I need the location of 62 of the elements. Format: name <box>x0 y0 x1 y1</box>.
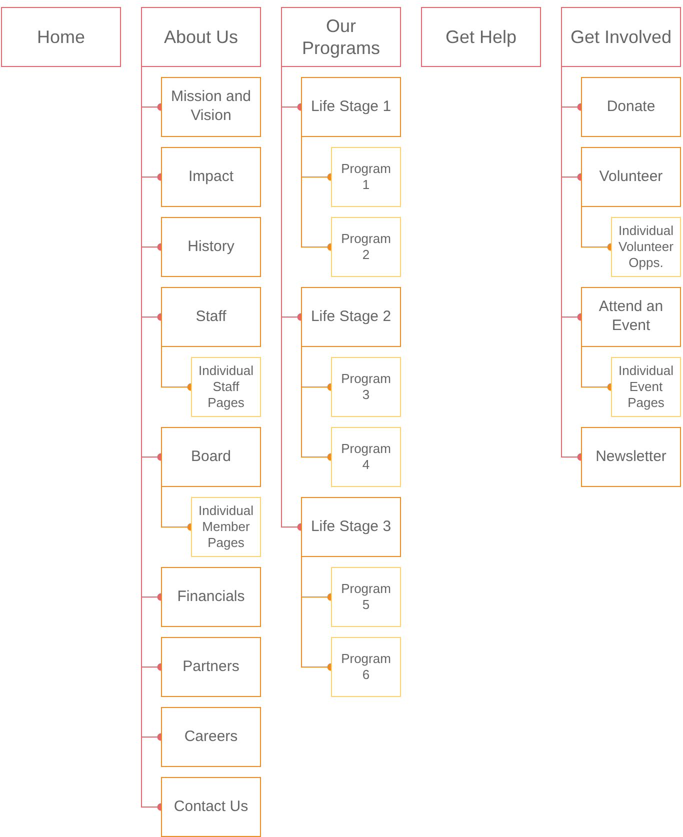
node-label: Life Stage 3 <box>310 518 392 536</box>
subpage-box <box>331 217 401 277</box>
node-label: Life Stage 2 <box>310 308 392 326</box>
page-box <box>161 287 261 347</box>
subpage-box <box>331 427 401 487</box>
node-label: Individual Volunteer Opps. <box>618 222 674 272</box>
node-label: Program 2 <box>340 230 392 264</box>
page-box <box>581 287 681 347</box>
subpage-box <box>331 567 401 627</box>
node-label: Board <box>190 448 232 466</box>
section-box <box>1 7 121 67</box>
node-label: Our Programs <box>300 14 382 60</box>
page-box <box>161 567 261 627</box>
page-box <box>301 77 401 137</box>
node-label: Financials <box>177 588 245 606</box>
page-box <box>161 77 261 137</box>
node-label: Staff <box>196 308 226 326</box>
page-box <box>581 147 681 207</box>
node-label: Life Stage 1 <box>310 98 392 116</box>
section-box <box>281 7 401 67</box>
subpage-box <box>191 497 261 557</box>
node-label: Individual Staff Pages <box>198 362 254 412</box>
node-label: Home <box>36 26 85 48</box>
node-label: Program 4 <box>340 440 392 474</box>
subpage-box <box>611 217 681 277</box>
page-box <box>161 217 261 277</box>
node-label: About Us <box>164 26 238 48</box>
section-box <box>561 7 681 67</box>
node-label: Impact <box>188 168 234 186</box>
page-box <box>581 427 681 487</box>
subpage-box <box>331 147 401 207</box>
node-label: Careers <box>184 728 238 746</box>
page-box <box>161 707 261 767</box>
node-label: Newsletter <box>596 448 666 466</box>
page-box <box>161 777 261 837</box>
page-box <box>161 637 261 697</box>
section-box <box>141 7 261 67</box>
page-box <box>161 147 261 207</box>
subpage-box <box>331 637 401 697</box>
node-label: History <box>188 238 234 256</box>
node-label: Get Involved <box>570 26 672 48</box>
page-box <box>161 427 261 487</box>
node-label: Partners <box>182 658 240 676</box>
node-label: Individual Member Pages <box>198 502 254 552</box>
node-label: Donate <box>606 98 656 116</box>
node-label: Mission and Vision <box>170 88 252 126</box>
section-box <box>421 7 541 67</box>
page-box <box>301 287 401 347</box>
page-box <box>301 497 401 557</box>
node-label: Attend an Event <box>598 298 664 336</box>
subpage-box <box>611 357 681 417</box>
subpage-box <box>331 357 401 417</box>
node-label: Individual Event Pages <box>618 362 674 412</box>
node-label: Program 6 <box>340 650 392 684</box>
node-label: Program 1 <box>340 160 392 194</box>
node-label: Program 5 <box>340 580 392 614</box>
subpage-box <box>191 357 261 417</box>
node-label: Get Help <box>445 26 517 48</box>
node-label: Contact Us <box>174 798 248 816</box>
page-box <box>581 77 681 137</box>
node-label: Program 3 <box>340 370 392 404</box>
node-label: Volunteer <box>599 168 663 186</box>
